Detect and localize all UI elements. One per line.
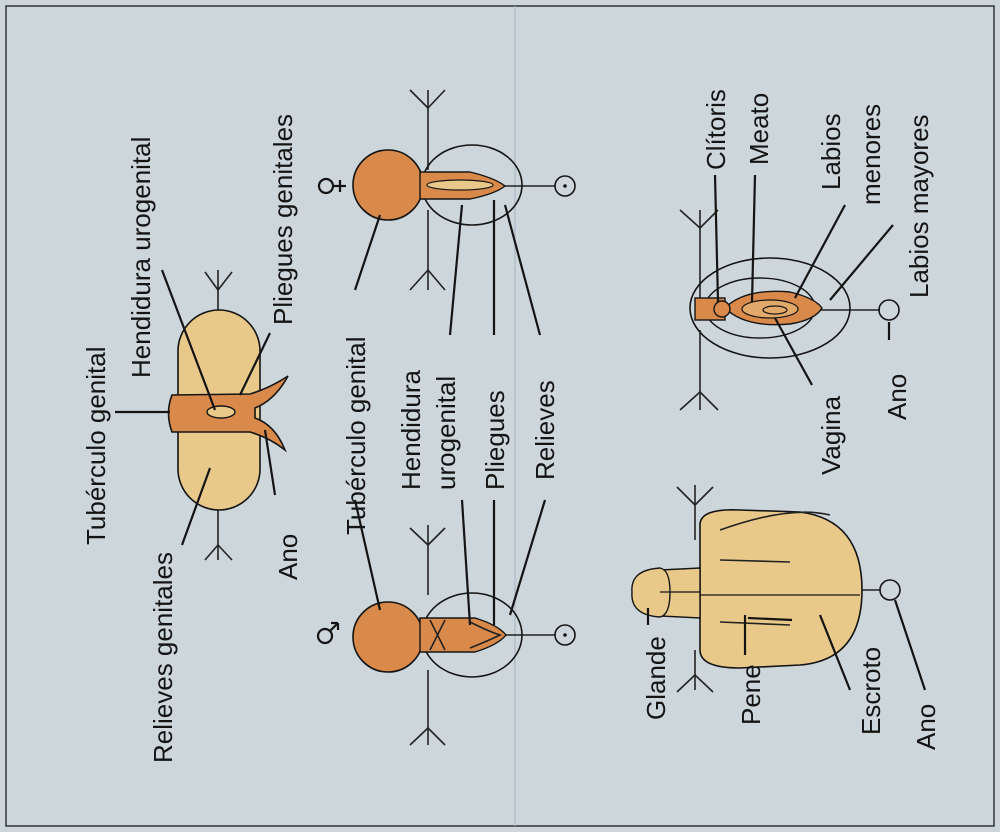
label-mid-hendidura-1: Hendidura: [396, 369, 426, 490]
label-meato: Meato: [744, 93, 774, 165]
label-top-ano: Ano: [273, 534, 303, 580]
male-early-head: [353, 602, 423, 672]
female-adult-anus: [879, 300, 899, 320]
female-adult-figure: [680, 210, 899, 410]
vestibule: [742, 300, 798, 318]
label-top-hendidura: Hendidura urogenital: [126, 137, 156, 378]
female-early-figure: [319, 90, 575, 290]
label-mid-tuberculo: Tubérculo genital: [341, 337, 371, 536]
female-early-groove: [427, 180, 493, 190]
label-mid-pliegues: Pliegues: [480, 390, 510, 490]
label-female-ano: Ano: [882, 374, 912, 420]
clitoris-glans: [714, 301, 730, 317]
label-escroto: Escroto: [856, 647, 886, 735]
label-clitoris: Clítoris: [701, 89, 731, 170]
label-mid-relieves: Relieves: [530, 380, 560, 480]
label-top-pliegues: Pliegues genitales: [268, 114, 298, 325]
label-male-ano: Ano: [911, 704, 941, 750]
label-mid-hendidura-2: urogenital: [431, 376, 461, 490]
label-vagina: Vagina: [816, 395, 846, 475]
label-labios-menores-2: menores: [856, 104, 886, 205]
male-early-figure: [318, 525, 575, 745]
female-symbol: [319, 179, 346, 193]
label-top-relieves: Relieves genitales: [148, 552, 178, 763]
label-labios-menores-1: Labios: [816, 113, 846, 190]
male-symbol: [318, 623, 338, 643]
label-pene: Pene: [736, 664, 766, 725]
label-glande: Glande: [641, 636, 671, 720]
label-labios-mayores: Labios mayores: [904, 114, 934, 298]
female-early-head: [353, 150, 423, 220]
label-top-tuberculo: Tubérculo genital: [81, 347, 111, 546]
urogenital-groove: [207, 406, 235, 418]
scrotum: [700, 510, 862, 668]
male-adult-anus: [880, 580, 900, 600]
